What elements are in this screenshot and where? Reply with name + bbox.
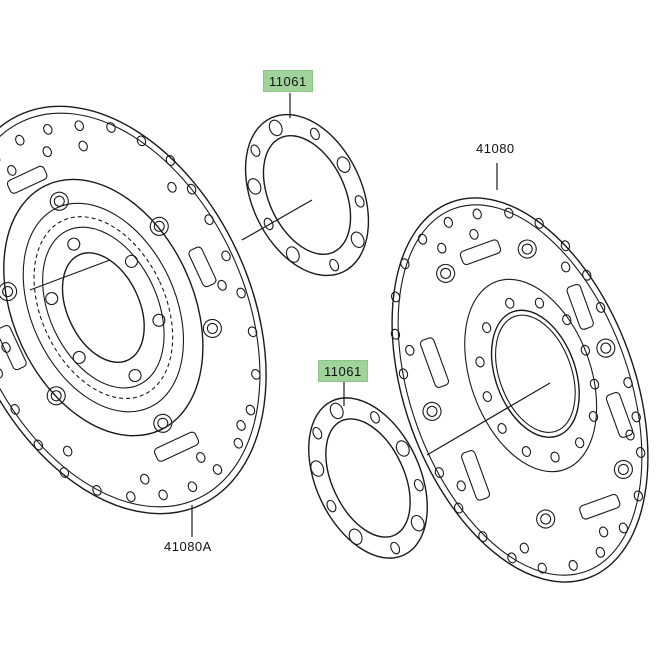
part-label-shim-upper[interactable]: 11061 [263, 70, 313, 92]
lower-shim[interactable] [285, 379, 451, 577]
part-label-disc-right[interactable]: 41080 [476, 141, 515, 156]
leader-lines [29, 93, 551, 537]
part-label-disc-left[interactable]: 41080A [164, 539, 212, 554]
upper-shim[interactable] [221, 95, 393, 296]
part-label-shim-lower[interactable]: 11061 [318, 360, 368, 382]
right-brake-disc[interactable] [344, 163, 660, 618]
left-brake-disc[interactable] [0, 56, 328, 564]
